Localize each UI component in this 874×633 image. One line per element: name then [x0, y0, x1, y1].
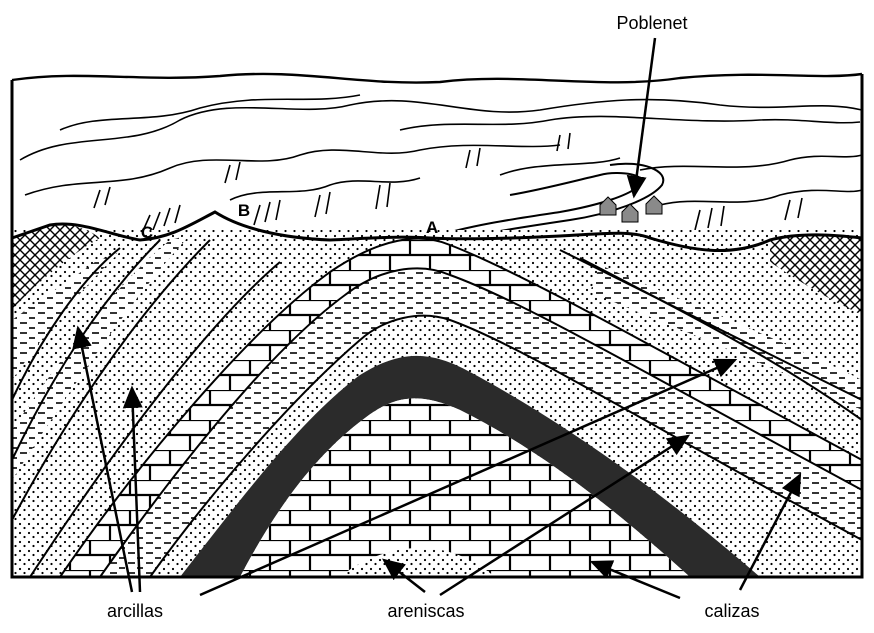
point-b-label: B [238, 201, 250, 220]
sandstones-label: areniscas [387, 601, 464, 621]
point-c-label: C [141, 223, 153, 242]
point-a-label: A [426, 218, 438, 237]
poblenet-label: Poblenet [616, 13, 687, 33]
village-houses [600, 196, 662, 222]
landscape-relief [12, 74, 862, 240]
strata [12, 224, 862, 580]
clays-label: arcillas [107, 601, 163, 621]
limestones-label: calizas [704, 601, 759, 621]
